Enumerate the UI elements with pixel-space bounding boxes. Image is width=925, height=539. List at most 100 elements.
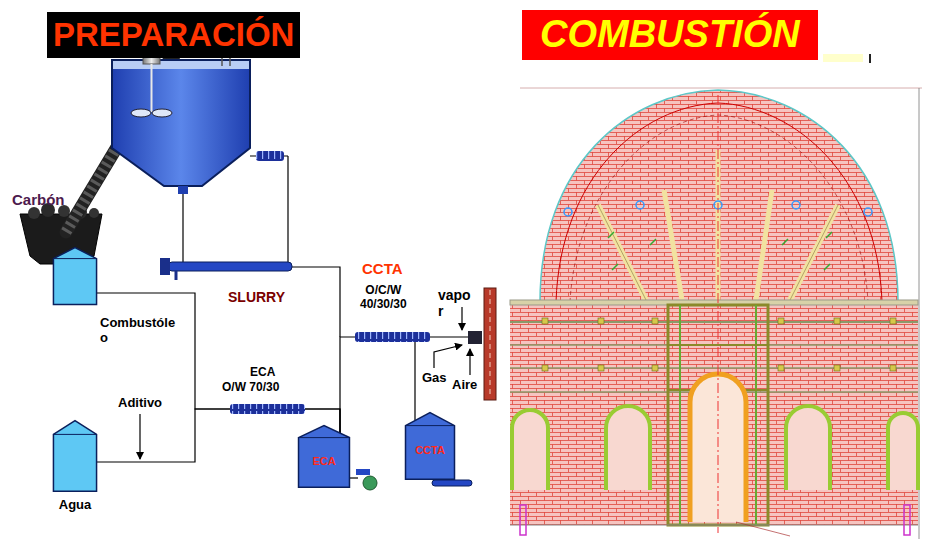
input-label: Aditivo bbox=[118, 396, 162, 411]
furnace-drawing bbox=[510, 367, 918, 369]
furnace-drawing bbox=[542, 318, 896, 371]
feed-arrows bbox=[469, 349, 470, 375]
slurry-pump bbox=[160, 258, 170, 275]
furnace-drawing bbox=[755, 305, 757, 525]
tank-label: CCTA bbox=[405, 444, 455, 457]
tank-pumps bbox=[356, 469, 370, 475]
ccta-line bbox=[490, 290, 491, 398]
tank-pumps bbox=[363, 476, 377, 490]
ccta-line bbox=[430, 336, 468, 337]
furnace-drawing bbox=[834, 318, 840, 324]
furnace-drawing bbox=[542, 365, 548, 371]
storage-tank: Agua bbox=[53, 420, 97, 492]
coal-hopper bbox=[89, 208, 99, 218]
furnace-drawing bbox=[520, 88, 922, 89]
furnace-drawing bbox=[510, 525, 918, 526]
tank-label: Combustóle o bbox=[100, 316, 175, 346]
tank-label: Agua bbox=[53, 498, 97, 513]
furnace-drawing bbox=[542, 318, 548, 324]
stream-label: ECA bbox=[250, 366, 275, 380]
coal-hopper bbox=[28, 207, 40, 219]
mixing-tank bbox=[152, 109, 172, 117]
input-label: Gas bbox=[422, 371, 447, 386]
product-tank: ECA bbox=[298, 425, 350, 488]
furnace-drawing bbox=[570, 115, 868, 302]
tank-body bbox=[53, 248, 96, 305]
ccta-line bbox=[468, 331, 482, 344]
furnace-drawing bbox=[636, 201, 644, 209]
tank-label: ECA bbox=[298, 455, 350, 468]
tank-body bbox=[406, 413, 455, 480]
furnace-drawing bbox=[790, 205, 838, 300]
furnace-drawing bbox=[864, 208, 872, 216]
pipe-line bbox=[97, 293, 340, 433]
furnace-drawing bbox=[510, 321, 918, 323]
tank-seam bbox=[406, 425, 455, 426]
tank-seam bbox=[299, 437, 350, 438]
ratio-label: O/C/W 40/30/30 bbox=[360, 284, 407, 312]
furnace-drawing bbox=[556, 103, 882, 302]
furnace-drawing bbox=[679, 305, 681, 525]
title-text: PREPARACIÓN bbox=[53, 16, 294, 54]
furnace-drawing bbox=[510, 344, 918, 346]
title-accent bbox=[823, 54, 863, 62]
pipe-line bbox=[340, 337, 415, 433]
furnace-drawing bbox=[598, 205, 646, 300]
section-title: PREPARACIÓN bbox=[47, 12, 300, 58]
tank-body bbox=[299, 426, 350, 488]
tank-pumps bbox=[350, 477, 358, 478]
furnace-drawing bbox=[888, 413, 918, 490]
input-label: Aire bbox=[452, 378, 477, 393]
furnace-drawing bbox=[890, 365, 896, 371]
furnace-drawing bbox=[668, 344, 768, 346]
slurry-line bbox=[183, 156, 340, 337]
furnace-drawing bbox=[790, 205, 838, 300]
section-title: COMBUSTIÓN bbox=[522, 10, 818, 60]
mixing-tank bbox=[113, 61, 249, 69]
tank-outline bbox=[53, 420, 97, 492]
tank-seam bbox=[53, 258, 96, 259]
feed-arrows bbox=[139, 414, 140, 459]
furnace-drawing bbox=[890, 318, 896, 324]
furnace-drawing bbox=[606, 406, 650, 490]
tank-seam bbox=[53, 434, 96, 435]
mixing-tank bbox=[112, 60, 250, 186]
furnace-drawing bbox=[598, 205, 646, 300]
ccta-line bbox=[355, 332, 430, 342]
furnace-drawing bbox=[510, 302, 918, 525]
ratio-label: O/W 70/30 bbox=[222, 381, 279, 395]
slurry-pump bbox=[160, 258, 292, 280]
ccta-line bbox=[484, 288, 496, 400]
furnace-drawing bbox=[512, 410, 548, 490]
tank-outline bbox=[53, 247, 97, 305]
mixing-tank bbox=[131, 109, 151, 117]
product-tank: CCTA bbox=[405, 412, 455, 480]
stream-label: CCTA bbox=[362, 260, 403, 277]
slurry-line bbox=[292, 267, 340, 337]
material-label: Carbón bbox=[12, 191, 65, 208]
furnace-drawing bbox=[904, 505, 910, 535]
input-label: vapo r bbox=[438, 287, 471, 319]
stream-label: SLURRY bbox=[228, 289, 285, 305]
storage-tank: Combustóle o bbox=[53, 247, 97, 305]
tank-pumps bbox=[432, 480, 472, 486]
mixing-tank bbox=[112, 36, 250, 194]
feed-arrows bbox=[434, 345, 462, 368]
feed-arrows bbox=[461, 307, 462, 330]
furnace-drawing bbox=[778, 318, 784, 324]
furnace-drawing bbox=[520, 505, 526, 535]
static-mixer bbox=[230, 404, 305, 414]
title-accent bbox=[869, 54, 871, 63]
mixing-tank bbox=[151, 64, 153, 112]
furnace-drawing bbox=[778, 365, 784, 371]
furnace-drawing bbox=[510, 88, 922, 539]
slurry-pump bbox=[168, 262, 292, 271]
furnace-drawing bbox=[664, 190, 682, 300]
furnace-drawing bbox=[598, 365, 604, 371]
furnace-drawing bbox=[608, 232, 832, 270]
furnace-drawing bbox=[652, 365, 658, 371]
mixing-tank bbox=[178, 186, 188, 194]
furnace-drawing bbox=[598, 318, 604, 324]
